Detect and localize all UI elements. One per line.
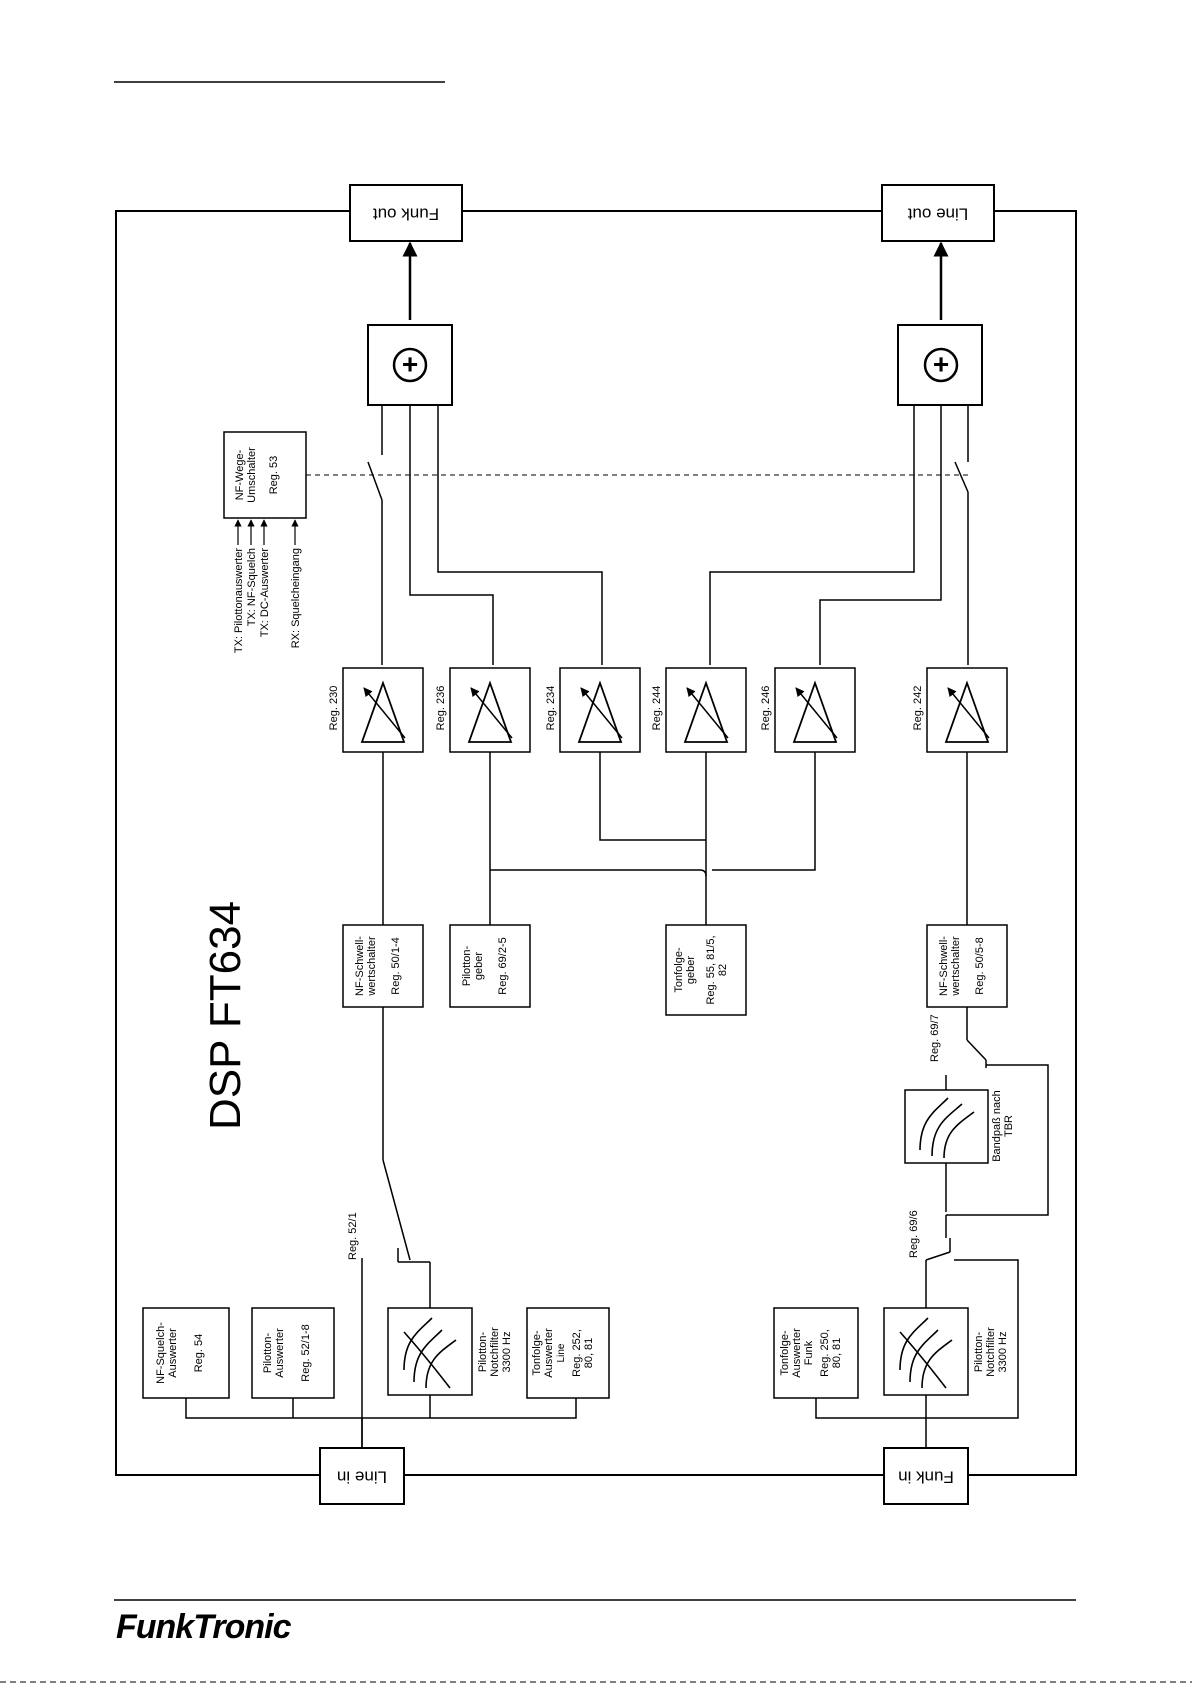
summer-funk-symbol: + [402, 348, 418, 379]
amp-label-230: Reg. 230 [328, 686, 340, 731]
tonfolge-funk-line-3: Funk [803, 1340, 815, 1365]
notch-line-line-1: Pilotton- [477, 1331, 489, 1372]
tonfolge-funk-line-2: Auswerter [791, 1328, 803, 1378]
nf-squelch-line-3: Reg. 54 [193, 1334, 205, 1373]
nf-squelch-line-2: Auswerter [167, 1328, 179, 1378]
piloton-auswerter-line-2: Auswerter [274, 1328, 286, 1378]
switch-label-69-7: Reg. 69/7 [929, 1014, 941, 1062]
notchfilter-line: Pilotton- Notchfilter 3300 Hz [387, 1307, 513, 1396]
amp-label-246: Reg. 246 [760, 686, 772, 731]
amp-reg-246: Reg. 246 [760, 667, 856, 753]
switch-funk-path [367, 405, 383, 665]
wires-amps [382, 752, 968, 925]
piloton-auswerter-line-1: Pilotton- [262, 1332, 274, 1373]
nf-schwell-2-line-1: NF-Schwell- [938, 936, 950, 996]
tonfolge-auswerter-line: Tonfolge- Auswerter Line Reg. 252, 80, 8… [526, 1307, 610, 1399]
tonfolge-geber-line-3: Reg. 55, 81/5, [705, 935, 717, 1004]
tonfolge-geber-line-4: 82 [717, 964, 729, 976]
nf-schwell-2-line-2: wertschalter [950, 936, 962, 997]
port-funk-out-label: Funk out [373, 205, 439, 224]
notchfilter-funk: Pilotton- Notchfilter 3300 Hz [883, 1307, 1009, 1396]
nf-schwell-1-line-2: wertschalter [366, 936, 378, 997]
piloton-geber-line-3: Reg. 69/2-5 [497, 937, 509, 994]
tonfolge-line-line-4: Reg. 252, [571, 1329, 583, 1377]
wege-input-4: RX: Squelcheingang [290, 548, 302, 648]
tonfolge-auswerter-funk: Tonfolge- Auswerter Funk Reg. 250, 80, 8… [773, 1307, 859, 1399]
summer-line: + [897, 324, 983, 406]
tonfolge-funk-line-1: Tonfolge- [779, 1330, 791, 1376]
port-line-in: Line in [319, 1447, 405, 1505]
nf-schwell-1: NF-Schwell- wertschalter Reg. 50/1-4 [342, 924, 424, 1008]
nf-schwell-1-line-1: NF-Schwell- [354, 936, 366, 996]
amp-label-244: Reg. 244 [651, 686, 663, 731]
tonfolge-line-line-5: 80, 81 [583, 1338, 595, 1369]
wege-input-3: TX: DC-Auswerter [259, 548, 271, 638]
summer-line-symbol: + [933, 348, 949, 379]
nf-wege-line-2: Umschalter [246, 447, 258, 503]
summer-funk: + [367, 324, 453, 406]
wege-input-arrows [234, 519, 299, 545]
piloton-geber-line-2: geber [473, 952, 485, 980]
wires-funk-in [815, 1007, 1049, 1448]
amp-reg-244: Reg. 244 [651, 667, 747, 753]
amp-reg-242: Reg. 242 [912, 667, 1008, 753]
bandpass-line-1: Bandpaß nach [991, 1090, 1003, 1162]
tonfolge-line-line-2: Auswerter [543, 1328, 555, 1378]
nf-wege-line-3: Reg. 53 [268, 456, 280, 495]
wege-input-2: TX: NF-Squelch [246, 548, 258, 626]
port-funk-out: Funk out [349, 184, 463, 242]
nf-wege-umschalter: NF-Wege- Umschalter Reg. 53 [223, 431, 307, 519]
nf-squelch-line-1: NF-Squelch- [155, 1322, 167, 1384]
port-line-out: Line out [881, 184, 995, 242]
tonfolge-line-line-1: Tonfolge- [531, 1330, 543, 1376]
notch-line-line-3: 3300 Hz [501, 1332, 513, 1373]
nf-schwell-1-line-3: Reg. 50/1-4 [390, 937, 402, 994]
amp-reg-230: Reg. 230 [328, 667, 424, 753]
notch-funk-line-2: Notchfilter [985, 1327, 997, 1377]
bandpass-line-2: TBR [1003, 1115, 1015, 1137]
tonfolge-funk-line-5: 80, 81 [831, 1338, 843, 1369]
amp-label-242: Reg. 242 [912, 686, 924, 731]
wires-summer-line [709, 405, 942, 665]
amp-reg-234: Reg. 234 [545, 667, 641, 753]
piloton-geber: Pilotton- geber Reg. 69/2-5 [449, 924, 531, 1008]
notch-funk-line-3: 3300 Hz [997, 1332, 1009, 1373]
amp-label-234: Reg. 234 [545, 686, 557, 731]
port-line-out-label: Line out [907, 205, 968, 224]
notch-funk-line-1: Pilotton- [973, 1331, 985, 1372]
wege-input-1: TX: Pilottonauswerter [233, 548, 245, 653]
tonfolge-funk-line-4: Reg. 250, [819, 1329, 831, 1377]
funktronic-logo: FunkTronic [116, 1608, 292, 1646]
wires-summer-funk [409, 405, 603, 665]
nf-schwell-2: NF-Schwell- wertschalter Reg. 50/5-8 [926, 924, 1008, 1008]
nf-wege-line-1: NF-Wege- [234, 449, 246, 500]
tonfolge-geber-line-1: Tonfolge- [673, 947, 685, 993]
tonfolge-geber-line-2: geber [685, 956, 697, 984]
notch-line-line-2: Notchfilter [489, 1327, 501, 1377]
tonfolge-line-line-3: Line [556, 1343, 567, 1362]
switch-label-52-1: Reg. 52/1 [347, 1212, 359, 1260]
port-funk-in: Funk in [883, 1447, 969, 1505]
wires-line-in [185, 1007, 577, 1448]
port-line-in-label: Line in [337, 1468, 387, 1487]
switch-label-69-6: Reg. 69/6 [908, 1210, 920, 1258]
piloton-geber-line-1: Pilotton- [461, 945, 473, 986]
amp-label-236: Reg. 236 [435, 686, 447, 731]
nf-schwell-2-line-3: Reg. 50/5-8 [974, 937, 986, 994]
port-funk-in-label: Funk in [898, 1468, 954, 1487]
page-title: DSP FT634 [201, 901, 250, 1130]
switch-line-path [954, 405, 969, 665]
outer-frame [115, 210, 1077, 1476]
piloton-auswerter-line-3: Reg. 52/1-8 [300, 1324, 312, 1381]
amp-reg-236: Reg. 236 [435, 667, 531, 753]
piloton-auswerter: Pilotton- Auswerter Reg. 52/1-8 [251, 1307, 335, 1399]
tonfolge-geber: Tonfolge- geber Reg. 55, 81/5, 82 [665, 924, 747, 1016]
bandpass-filter: Bandpaß nach TBR [904, 1089, 1015, 1164]
nf-squelch-auswerter: NF-Squelch- Auswerter Reg. 54 [142, 1307, 230, 1399]
